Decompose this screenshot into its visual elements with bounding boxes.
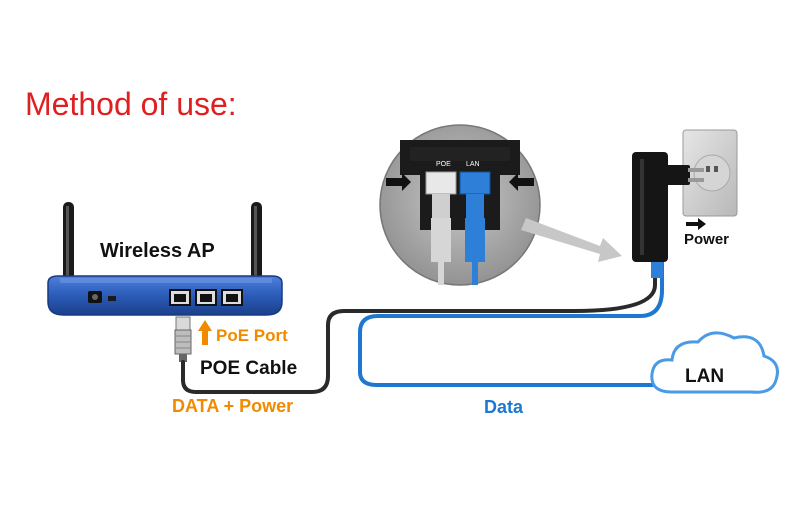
poe-port-arrow-icon bbox=[198, 320, 212, 345]
router-lan-ports bbox=[169, 289, 243, 306]
zoom-pointer-arrow bbox=[521, 218, 622, 262]
power-arrow-icon bbox=[686, 218, 706, 230]
jack-lan-label: LAN bbox=[466, 161, 480, 168]
poe-cable-plug bbox=[174, 316, 192, 362]
jack-poe-label: POE bbox=[436, 161, 451, 168]
data-label: Data bbox=[484, 397, 524, 417]
lan-cloud-icon bbox=[650, 331, 779, 394]
wireless-router-icon bbox=[47, 275, 283, 316]
wireless-ap-label: Wireless AP bbox=[100, 240, 215, 262]
poe-cable-label: POE Cable bbox=[200, 358, 298, 379]
power-label: Power bbox=[684, 231, 730, 248]
poe-port-label: PoE Port bbox=[216, 326, 288, 345]
lan-label: LAN bbox=[685, 366, 725, 387]
injector-zoom-view bbox=[379, 124, 541, 286]
page-title: Method of use: bbox=[25, 86, 237, 122]
data-power-label: DATA + Power bbox=[172, 396, 294, 416]
poe-cable-line bbox=[181, 260, 657, 394]
wall-outlet-icon bbox=[682, 129, 738, 217]
data-cable-line bbox=[358, 260, 668, 387]
poe-injector-icon bbox=[632, 152, 704, 278]
